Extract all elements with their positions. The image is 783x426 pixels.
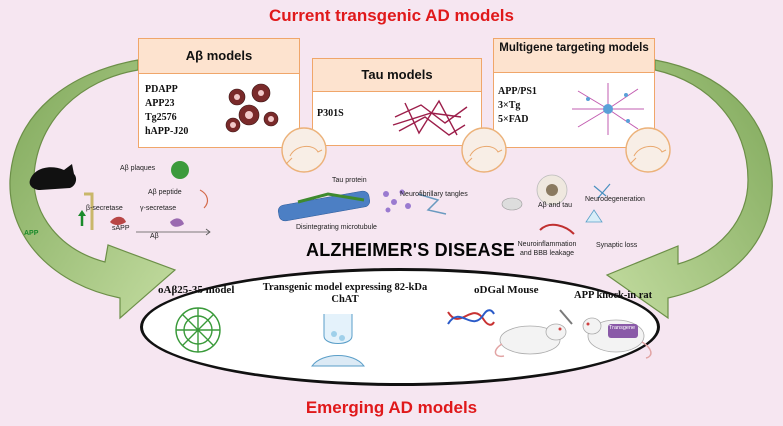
pathology-panel	[501, 174, 611, 235]
left-cycle-arrow	[9, 59, 177, 320]
multigene-neuron-image	[572, 83, 644, 135]
app-pathway-diagram	[29, 161, 211, 236]
transgene-label: Transgene	[609, 325, 636, 331]
microtubule-image	[278, 189, 447, 222]
odgal-mouse-image	[494, 309, 573, 358]
mouse-silhouette	[29, 164, 77, 190]
multigene-models-title: Multigene targeting models	[494, 39, 654, 73]
mouse-circle-right	[625, 127, 671, 173]
model-p301s: P301S	[317, 108, 344, 119]
tau-models-box: Tau models P301S	[312, 58, 482, 146]
bottom-title: Emerging AD models	[305, 398, 478, 417]
alzheimers-disease-title: ALZHEIMER'S DISEASE	[306, 240, 516, 260]
dna-helix-image	[447, 309, 495, 326]
top-title: Current transgenic AD models	[269, 6, 514, 25]
abeta-models-box: Aβ models PDAPP APP23 Tg2576 hAPP-J20	[138, 38, 300, 148]
tau-models-list: P301S	[317, 107, 344, 121]
amyloid-plaque-image	[225, 83, 279, 133]
neurodegeneration-label: Neurodegeneration	[585, 196, 645, 203]
chat-model-label: Transgenic model expressing 82-kDa ChAT	[262, 282, 428, 305]
neuroinflammation-label: Neuroinflammation and BBB leakage	[517, 241, 577, 257]
abeta-plaques-label: Aβ plaques	[120, 165, 156, 172]
beta-secretase-label: β-secretase	[86, 205, 123, 212]
model-app-ps1: APP/PS1	[498, 86, 537, 97]
abeta-peptide-label: Aβ peptide	[148, 189, 182, 196]
abeta-tau-label: Aβ and tau	[538, 202, 572, 209]
model-happ-j20: hAPP-J20	[145, 126, 189, 137]
tau-models-title: Tau models	[313, 59, 481, 92]
model-tg2576: Tg2576	[145, 112, 177, 123]
tau-protein-label: Tau protein	[332, 177, 367, 184]
oabeta-model-label: oAβ25-35 model	[158, 284, 235, 296]
model-3xtg: 3×Tg	[498, 100, 521, 111]
model-pdapp: PDAPP	[145, 84, 178, 95]
knockin-rat-image	[582, 317, 652, 359]
mouse-circle-middle	[461, 127, 507, 173]
mouse-circle-left	[281, 127, 327, 173]
model-5xfad: 5×FAD	[498, 114, 529, 125]
abeta-models-title: Aβ models	[139, 39, 299, 74]
synaptic-loss-label: Synaptic loss	[596, 242, 638, 249]
tau-tangle-image	[392, 99, 468, 136]
sapp-label: sAPP	[112, 225, 130, 232]
gamma-secretase-label: γ-secretase	[140, 205, 177, 212]
emerging-models-ellipse	[140, 268, 660, 386]
app-label: APP	[24, 230, 39, 237]
synapse-image	[311, 314, 365, 367]
oabeta-fibril-image	[175, 307, 221, 353]
app-knockin-rat-label: APP knock-in rat	[574, 290, 653, 301]
abeta-label: Aβ	[150, 233, 159, 240]
abeta-models-list: PDAPP APP23 Tg2576 hAPP-J20	[145, 83, 188, 139]
multigene-models-box: Multigene targeting models APP/PS1 3×Tg …	[493, 38, 655, 148]
model-app23: APP23	[145, 98, 175, 109]
neurofibrillary-tangles-label: Neurofibrillary tangles	[400, 191, 468, 198]
odgal-mouse-label: oDGal Mouse	[474, 284, 539, 296]
disintegrating-microtubule-label: Disintegrating microtubule	[296, 224, 377, 231]
multigene-models-list: APP/PS1 3×Tg 5×FAD	[498, 85, 537, 127]
right-cycle-arrow	[605, 59, 773, 320]
